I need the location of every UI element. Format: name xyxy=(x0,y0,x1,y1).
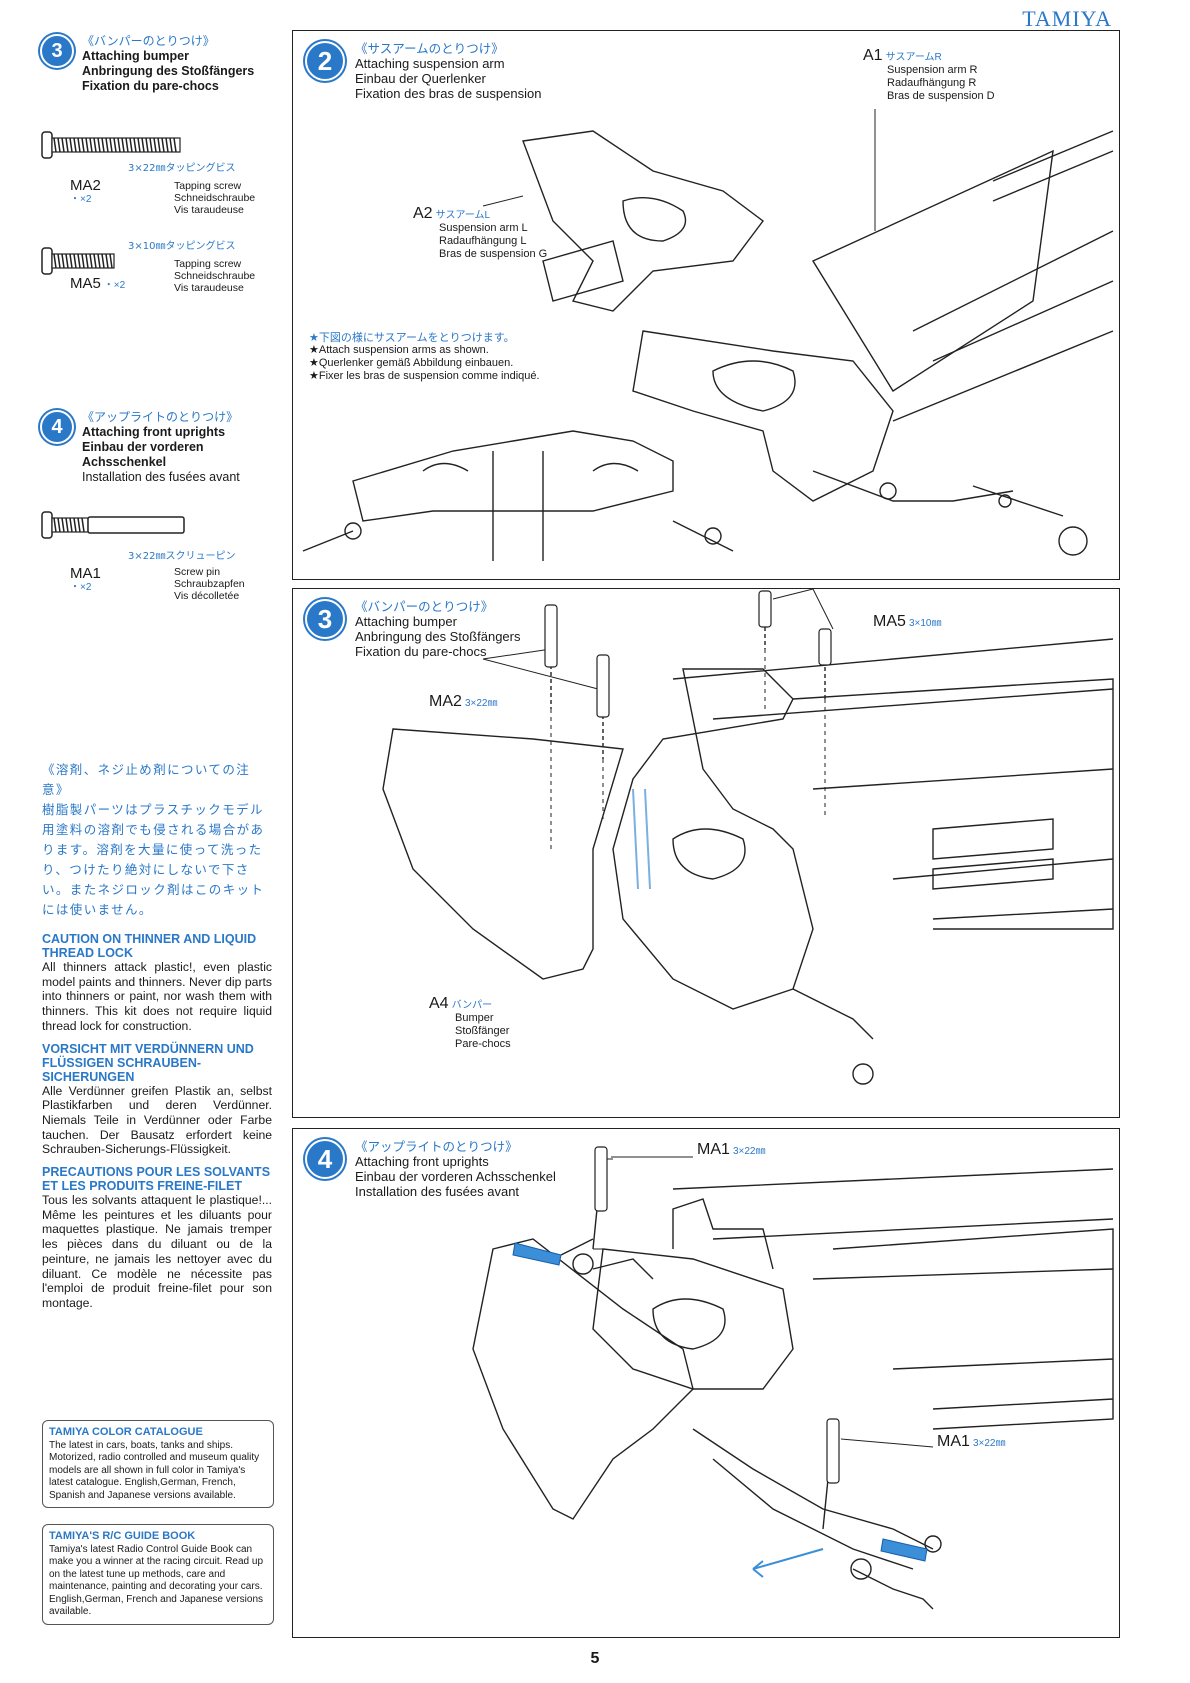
step-title-de: Einbau der vorderen Achsschenkel xyxy=(82,440,204,469)
part-size-jp: 3×22㎜タッピングビス xyxy=(128,163,236,174)
caution-de-title: VORSICHT MIT VERDÜNNERN UND FLÜSSIGEN SC… xyxy=(42,1041,254,1084)
step-title-fr: Fixation du pare-chocs xyxy=(355,644,487,659)
part-label-ma2: MA2 3×22㎜ xyxy=(429,693,498,710)
step-number-badge: 4 xyxy=(40,410,74,444)
step-title-fr: Fixation du pare-chocs xyxy=(82,79,219,93)
step-title-en: Attaching front uprights xyxy=(355,1154,489,1169)
part-label-ma1-top: MA1 3×22㎜ xyxy=(697,1141,766,1158)
step-title-jp: 《アップライトのとりつけ》 xyxy=(355,1139,518,1154)
sidebar-step4-header: 4 《アップライトのとりつけ》 Attaching front uprights… xyxy=(40,410,240,485)
brand-logo: TAMIYA xyxy=(1022,6,1112,31)
suspension-arm-diagram xyxy=(302,109,1114,561)
step-title-en: Attaching bumper xyxy=(82,49,189,63)
bumper-diagram xyxy=(382,589,1114,1085)
step2-panel: 2 《サスアームのとりつけ》 Attaching suspension arm … xyxy=(292,30,1120,580)
guide-title: TAMIYA'S R/C GUIDE BOOK xyxy=(49,1530,196,1542)
step-title-fr: Installation des fusées avant xyxy=(82,470,240,484)
step-title-en: Attaching suspension arm xyxy=(355,56,505,71)
step-title-en: Attaching front uprights xyxy=(82,425,226,439)
step2-header: 2 《サスアームのとりつけ》 Attaching suspension arm … xyxy=(305,41,541,101)
step-number-badge: 4 xyxy=(305,1139,345,1179)
part-label-ma5: MA5 3×10㎜ xyxy=(873,613,942,630)
caution-de-body: Alle Verdünner greifen Plastik an, selbs… xyxy=(42,1083,272,1157)
catalogue-body: The latest in cars, boats, tanks and shi… xyxy=(49,1439,260,1501)
guide-body: Tamiya's latest Radio Control Guide Book… xyxy=(49,1543,264,1618)
step-title-fr: Installation des fusées avant xyxy=(355,1184,520,1199)
front-uprights-diagram xyxy=(472,1146,1114,1610)
page-number: 5 xyxy=(590,1650,600,1667)
step4-header: 4 《アップライトのとりつけ》 Attaching front uprights… xyxy=(305,1139,556,1199)
caution-fr-title: PRECAUTIONS POUR LES SOLVANTS ET LES PRO… xyxy=(42,1165,271,1194)
part-code-ma1: MA1・×2 xyxy=(70,565,101,593)
step3-panel: 3 《バンパーのとりつけ》 Attaching bumper Anbringun… xyxy=(292,588,1120,1118)
step-title-de: Einbau der vorderen Achsschenkel xyxy=(355,1169,556,1184)
screw-pin-icon xyxy=(41,511,185,539)
catalogue-title: TAMIYA COLOR CATALOGUE xyxy=(49,1426,203,1438)
step-title-jp: 《アップライトのとりつけ》 xyxy=(82,410,239,424)
caution-jp: 《溶剤、ネジ止め剤についての注意》樹脂製パーツはプラスチックモデル用塗料の溶剤で… xyxy=(42,763,265,917)
step-title-jp: 《サスアームのとりつけ》 xyxy=(355,41,504,56)
catalogue-box: TAMIYA COLOR CATALOGUE The latest in car… xyxy=(42,1420,274,1508)
step-title-fr: Fixation des bras de suspension xyxy=(355,86,542,101)
part-label-ma1-bottom: MA1 3×22㎜ xyxy=(937,1433,1006,1450)
tapping-screw-22-icon xyxy=(41,131,181,159)
step4-panel: 4 《アップライトのとりつけ》 Attaching front uprights… xyxy=(292,1128,1120,1638)
caution-en-body: All thinners attack plastic!, even plast… xyxy=(42,960,272,1033)
step-title-en: Attaching bumper xyxy=(355,614,457,629)
caution-fr-body: Tous les solvants attaquent le plastique… xyxy=(42,1193,272,1310)
tapping-screw-10-icon xyxy=(41,247,115,275)
step-title-de: Anbringung des Stoßfängers xyxy=(355,629,521,644)
caution-section: 《溶剤、ネジ止め剤についての注意》樹脂製パーツはプラスチックモデル用塗料の溶剤で… xyxy=(42,760,272,1311)
part-code-ma2: MA2・×2 xyxy=(70,177,101,205)
step3-header: 3 《バンパーのとりつけ》 Attaching bumper Anbringun… xyxy=(305,599,521,659)
step-number-badge: 2 xyxy=(305,41,345,81)
part-size-jp: 3×10㎜タッピングビス xyxy=(128,241,236,252)
step-title-jp: 《バンパーのとりつけ》 xyxy=(355,599,494,614)
step-title-de: Einbau der Querlenker xyxy=(355,71,486,86)
step-number-badge: 3 xyxy=(305,599,345,639)
step-title-jp: 《バンパーのとりつけ》 xyxy=(82,34,215,48)
caution-en-title: CAUTION ON THINNER AND LIQUID THREAD LOC… xyxy=(42,932,257,960)
sidebar-step3-header: 3 《バンパーのとりつけ》 Attaching bumper Anbringun… xyxy=(40,34,254,94)
step2-note: ★下図の様にサスアームをとりつけます。 ★Attach suspension a… xyxy=(309,331,540,382)
step-number-badge: 3 xyxy=(40,34,74,68)
part-code-ma5: MA5 ・×2 xyxy=(70,275,126,292)
step-title-de: Anbringung des Stoßfängers xyxy=(82,64,255,78)
guide-box: TAMIYA'S R/C GUIDE BOOK Tamiya's latest … xyxy=(42,1524,274,1625)
part-size-jp: 3×22㎜スクリューピン xyxy=(128,551,236,562)
